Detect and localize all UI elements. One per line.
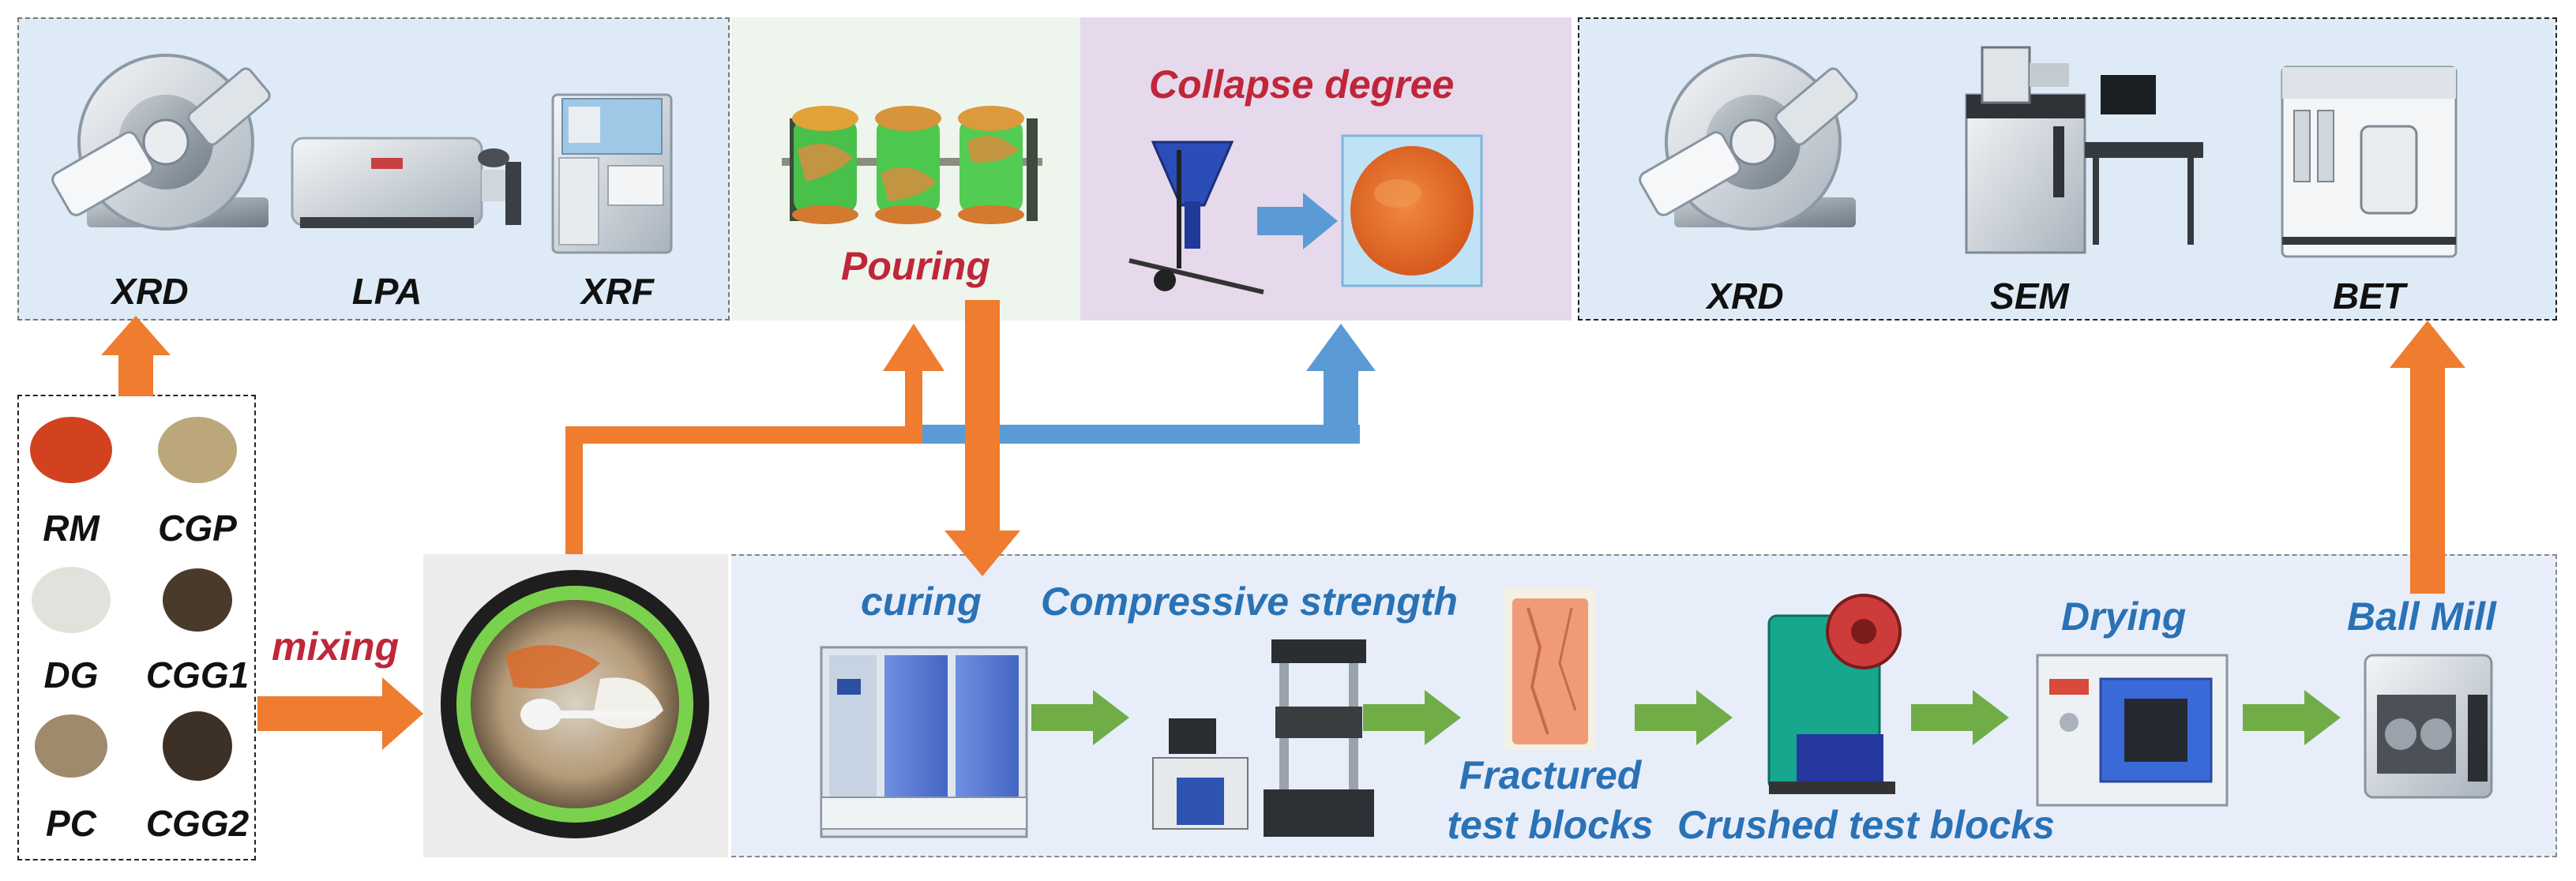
arrow-fractured-to-crushed [1635, 690, 1733, 745]
spread-cake [1341, 134, 1483, 287]
sem-instrument [1965, 46, 2203, 254]
ball-mill [2364, 654, 2493, 799]
material-piles [30, 417, 237, 781]
label-mixing: mixing [272, 624, 400, 669]
arrow-compressive-to-fractured [1363, 690, 1461, 745]
arrow-mixing [257, 677, 423, 750]
arrow-pouring-to-curing [944, 300, 1020, 576]
fractured-block [1504, 588, 1596, 750]
label-cgp: CGP [158, 508, 237, 549]
label-fractured-1: Fractured [1459, 753, 1642, 797]
arrow-ballmill-to-characterization [2390, 321, 2465, 594]
label-sem: SEM [1990, 276, 2069, 317]
label-curing: curing [861, 579, 982, 624]
arrow-materials-to-characterization [101, 316, 171, 396]
drying-oven [2036, 654, 2229, 807]
arrow-crushed-to-drying [1911, 690, 2009, 745]
xrf-instrument [551, 93, 673, 254]
poured-specimens [782, 106, 1042, 224]
label-bet: BET [2333, 276, 2405, 317]
mixing-bowl [441, 570, 709, 838]
arrow-curing-to-compressive [1031, 690, 1129, 745]
curing-cabinet [820, 646, 1028, 838]
jaw-crusher [1767, 594, 1902, 794]
label-drying: Drying [2061, 594, 2187, 639]
label-xrd-left: XRD [111, 271, 189, 312]
compression-tester [1152, 639, 1374, 837]
label-pouring: Pouring [841, 244, 990, 288]
label-compressive-strength: Compressive strength [1041, 579, 1458, 624]
arrow-drying-to-ballmill [2243, 690, 2341, 745]
label-cgg2: CGG2 [145, 803, 250, 844]
lpa-instrument [291, 137, 521, 228]
label-cgg1: CGG1 [145, 654, 250, 695]
label-pc: PC [46, 803, 96, 844]
label-collapse-degree: Collapse degree [1149, 62, 1455, 107]
label-ball-mill: Ball Mill [2347, 594, 2496, 639]
label-xrd-right: XRD [1707, 276, 1784, 317]
arrow-mix-to-pouring [565, 324, 944, 554]
label-lpa: LPA [351, 271, 422, 312]
slump-funnel [1128, 141, 1264, 294]
xrd-instrument-right [1639, 54, 1858, 231]
label-xrf: XRF [581, 271, 654, 312]
label-rm: RM [43, 508, 100, 549]
collapse-small-arrow [1257, 193, 1338, 249]
label-dg: DG [43, 654, 99, 695]
label-fractured-2: test blocks [1447, 803, 1654, 847]
bet-instrument [2281, 66, 2458, 258]
label-crushed-test-blocks: Crushed test blocks [1677, 803, 2055, 847]
xrd-instrument-left [51, 54, 271, 231]
